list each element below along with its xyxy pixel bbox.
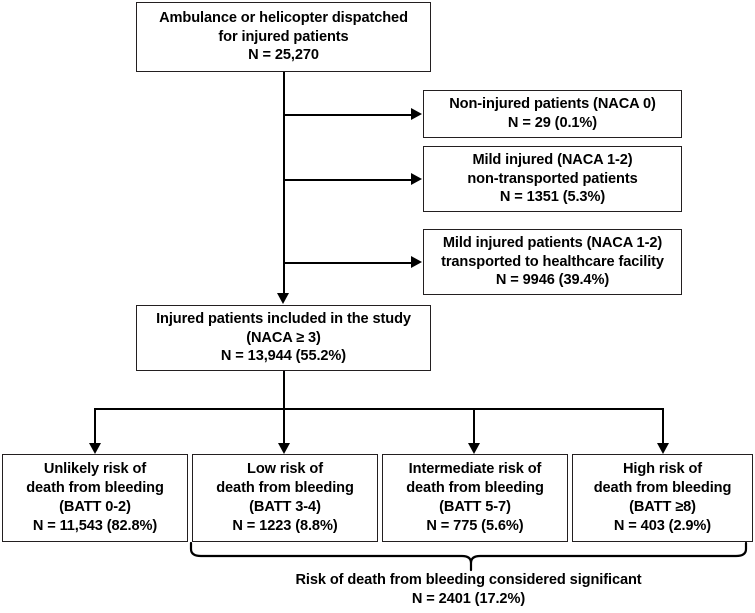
node-dispatch-line-3: N = 25,270 (248, 47, 319, 64)
node-batt-low-line-4: N = 1223 (8.8%) (232, 517, 338, 534)
drop-arrowhead-stratum-3 (467, 443, 480, 454)
node-batt-high-line-4: N = 403 (2.9%) (613, 517, 712, 534)
branch-2-arrowhead (411, 173, 422, 185)
node-batt-intermediate-line-1: Intermediate risk of (408, 461, 542, 478)
drop-line-stratum-1 (94, 408, 96, 444)
drop-line-stratum-3 (473, 408, 475, 444)
significant-summary-caption: Risk of death from bleeding considered s… (182, 571, 755, 609)
node-dispatch-line-2: for injured patients (218, 28, 349, 45)
node-excluded-mild-transported-line-1: Mild injured patients (NACA 1-2) (442, 234, 663, 251)
branch-3-arrowhead (411, 256, 422, 268)
node-batt-intermediate-line-2: death from bleeding (406, 480, 544, 497)
node-batt-unlikely-line-3: (BATT 0-2) (59, 499, 131, 515)
node-excluded-mild-nontransported: Mild injured (NACA 1-2) non-transported … (423, 146, 682, 212)
drop-line-stratum-2 (283, 408, 285, 444)
branch-3-horizontal (283, 262, 412, 264)
drop-arrowhead-stratum-2 (277, 443, 290, 454)
node-excluded-mild-transported: Mild injured patients (NACA 1-2) transpo… (423, 229, 682, 295)
drop-arrowhead-stratum-1 (88, 443, 101, 454)
node-excluded-mild-nontransported-line-2: non-transported patients (467, 170, 638, 187)
node-included-line-2: (NACA ≥ 3) (246, 329, 321, 346)
node-batt-unlikely-line-2: death from bleeding (26, 480, 164, 497)
node-included: Injured patients included in the study (… (136, 305, 431, 371)
node-batt-intermediate-line-3: (BATT 5-7) (439, 499, 511, 515)
node-batt-high-line-3: (BATT ≥8) (629, 499, 696, 515)
node-included-line-3: N = 13,944 (55.2%) (220, 348, 347, 365)
node-batt-unlikely: Unlikely risk of death from bleeding (BA… (2, 454, 188, 542)
significant-summary-line-1: Risk of death from bleeding considered s… (295, 572, 642, 588)
branch-1-arrowhead (411, 108, 422, 120)
brace-svg (189, 541, 748, 572)
node-batt-low-line-2: death from bleeding (216, 480, 354, 497)
drop-line-stratum-4 (662, 408, 664, 444)
distributor-stem (283, 371, 285, 409)
significant-summary-line-2: N = 2401 (17.2%) (411, 590, 526, 607)
significant-group-brace (182, 541, 755, 572)
node-excluded-mild-transported-line-2: transported to healthcare facility (441, 253, 664, 270)
distributor-bar (94, 408, 663, 410)
node-excluded-mild-nontransported-line-3: N = 1351 (5.3%) (499, 189, 606, 206)
node-batt-high-line-2: death from bleeding (593, 480, 732, 497)
node-excluded-noninjured: Non-injured patients (NACA 0) N = 29 (0.… (423, 90, 682, 138)
node-included-line-1: Injured patients included in the study (156, 310, 411, 327)
node-batt-low-line-1: Low risk of (247, 461, 323, 478)
node-excluded-noninjured-line-1: Non-injured patients (NACA 0) (449, 96, 656, 113)
node-excluded-mild-nontransported-line-1: Mild injured (NACA 1-2) (472, 151, 633, 168)
branch-1-horizontal (283, 114, 412, 116)
trunk-main-arrowhead (276, 293, 289, 304)
node-batt-low: Low risk of death from bleeding (BATT 3-… (192, 454, 378, 542)
node-batt-low-line-3: (BATT 3-4) (249, 499, 321, 515)
node-dispatch: Ambulance or helicopter dispatched for i… (136, 2, 431, 72)
node-excluded-mild-transported-line-3: N = 9946 (39.4%) (495, 272, 610, 289)
node-dispatch-line-1: Ambulance or helicopter dispatched (159, 9, 408, 26)
drop-arrowhead-stratum-4 (656, 443, 669, 454)
trunk-main-vertical (283, 72, 285, 294)
node-batt-intermediate: Intermediate risk of death from bleeding… (382, 454, 568, 542)
node-batt-unlikely-line-4: N = 11,543 (82.8%) (32, 517, 158, 534)
node-batt-intermediate-line-4: N = 775 (5.6%) (426, 517, 524, 534)
node-batt-unlikely-line-1: Unlikely risk of (43, 461, 147, 478)
node-batt-high-line-1: High risk of (622, 461, 703, 478)
node-batt-high: High risk of death from bleeding (BATT ≥… (572, 454, 753, 542)
branch-2-horizontal (283, 179, 412, 181)
node-excluded-noninjured-line-2: N = 29 (0.1%) (507, 115, 598, 131)
